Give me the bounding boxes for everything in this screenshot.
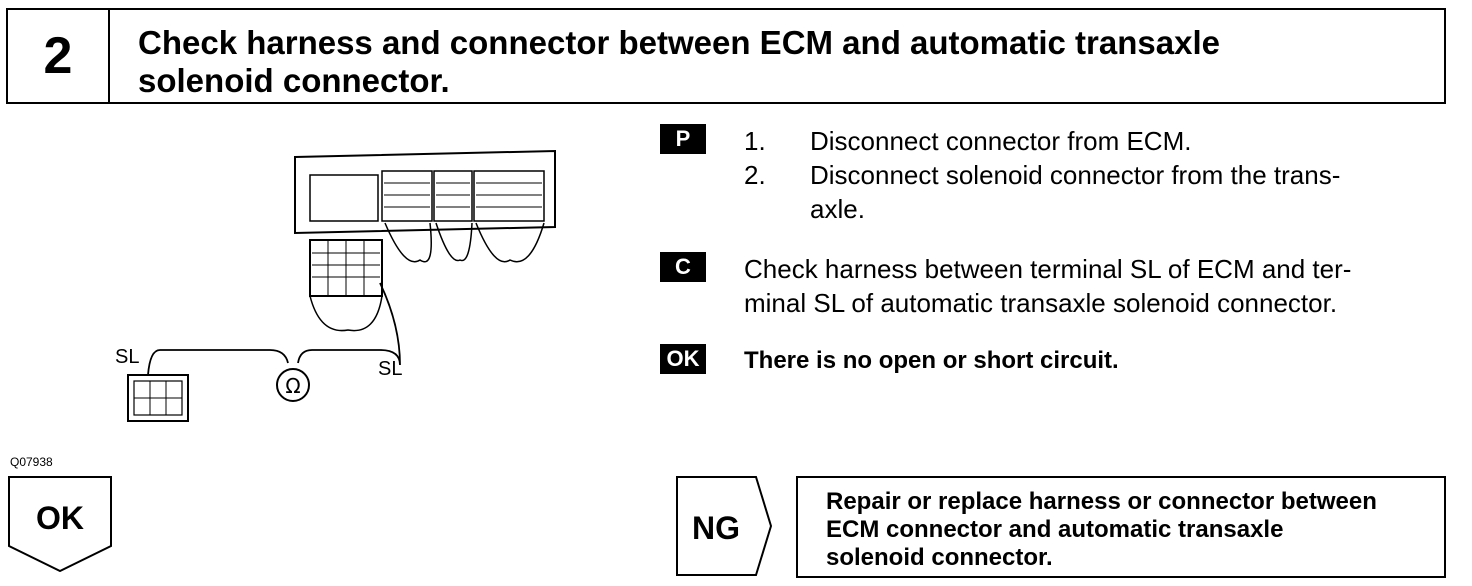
check-line-2: minal SL of automatic transaxle solenoid… — [744, 288, 1338, 318]
svg-text:Ω: Ω — [285, 374, 300, 398]
procedure-tag: P — [660, 124, 706, 154]
ok-branch-shape — [8, 476, 112, 572]
step-title-line-2: solenoid connector. — [138, 62, 450, 99]
label-sl-ecm: SL — [378, 358, 402, 380]
check-line-1: Check harness between terminal SL of ECM… — [744, 254, 1352, 284]
ng-branch-shape — [676, 476, 772, 576]
check-tag: C — [660, 252, 706, 282]
step-header: 2 Check harness and connector between EC… — [6, 8, 1446, 104]
step-2-number: 2. — [744, 160, 766, 190]
ng-action-box: Repair or replace harness or connector b… — [796, 476, 1446, 578]
step-1-number: 1. — [744, 126, 766, 156]
connector-diagram: Ω SL SL — [115, 149, 556, 422]
figure-code: Q07938 — [10, 455, 53, 469]
step-title: Check harness and connector between ECM … — [110, 10, 1220, 102]
step-2-text-line-1: Disconnect solenoid connector from the t… — [810, 160, 1341, 190]
step-2-text-line-2: axle. — [810, 194, 865, 224]
step-number: 2 — [8, 10, 110, 102]
ecm-unit — [294, 149, 556, 263]
wire-solenoid-side — [147, 349, 289, 376]
step-title-line-1: Check harness and connector between ECM … — [138, 24, 1220, 61]
solenoid-connector — [127, 374, 189, 422]
ok-branch-label: OK — [36, 500, 84, 536]
ohmmeter-icon: Ω — [276, 368, 310, 402]
ng-branch-label: NG — [692, 510, 740, 546]
ok-result-text: There is no open or short circuit. — [744, 347, 1119, 374]
ng-action-line-3: solenoid connector. — [826, 544, 1053, 571]
ecm-connector — [309, 239, 383, 332]
ng-action-line-2: ECM connector and automatic transaxle — [826, 516, 1284, 543]
ok-tag: OK — [660, 344, 706, 374]
step-1-text: Disconnect connector from ECM. — [810, 126, 1192, 156]
ng-action-line-1: Repair or replace harness or connector b… — [826, 488, 1377, 515]
wire-ecm-side — [297, 282, 401, 366]
label-sl-solenoid: SL — [115, 346, 139, 368]
